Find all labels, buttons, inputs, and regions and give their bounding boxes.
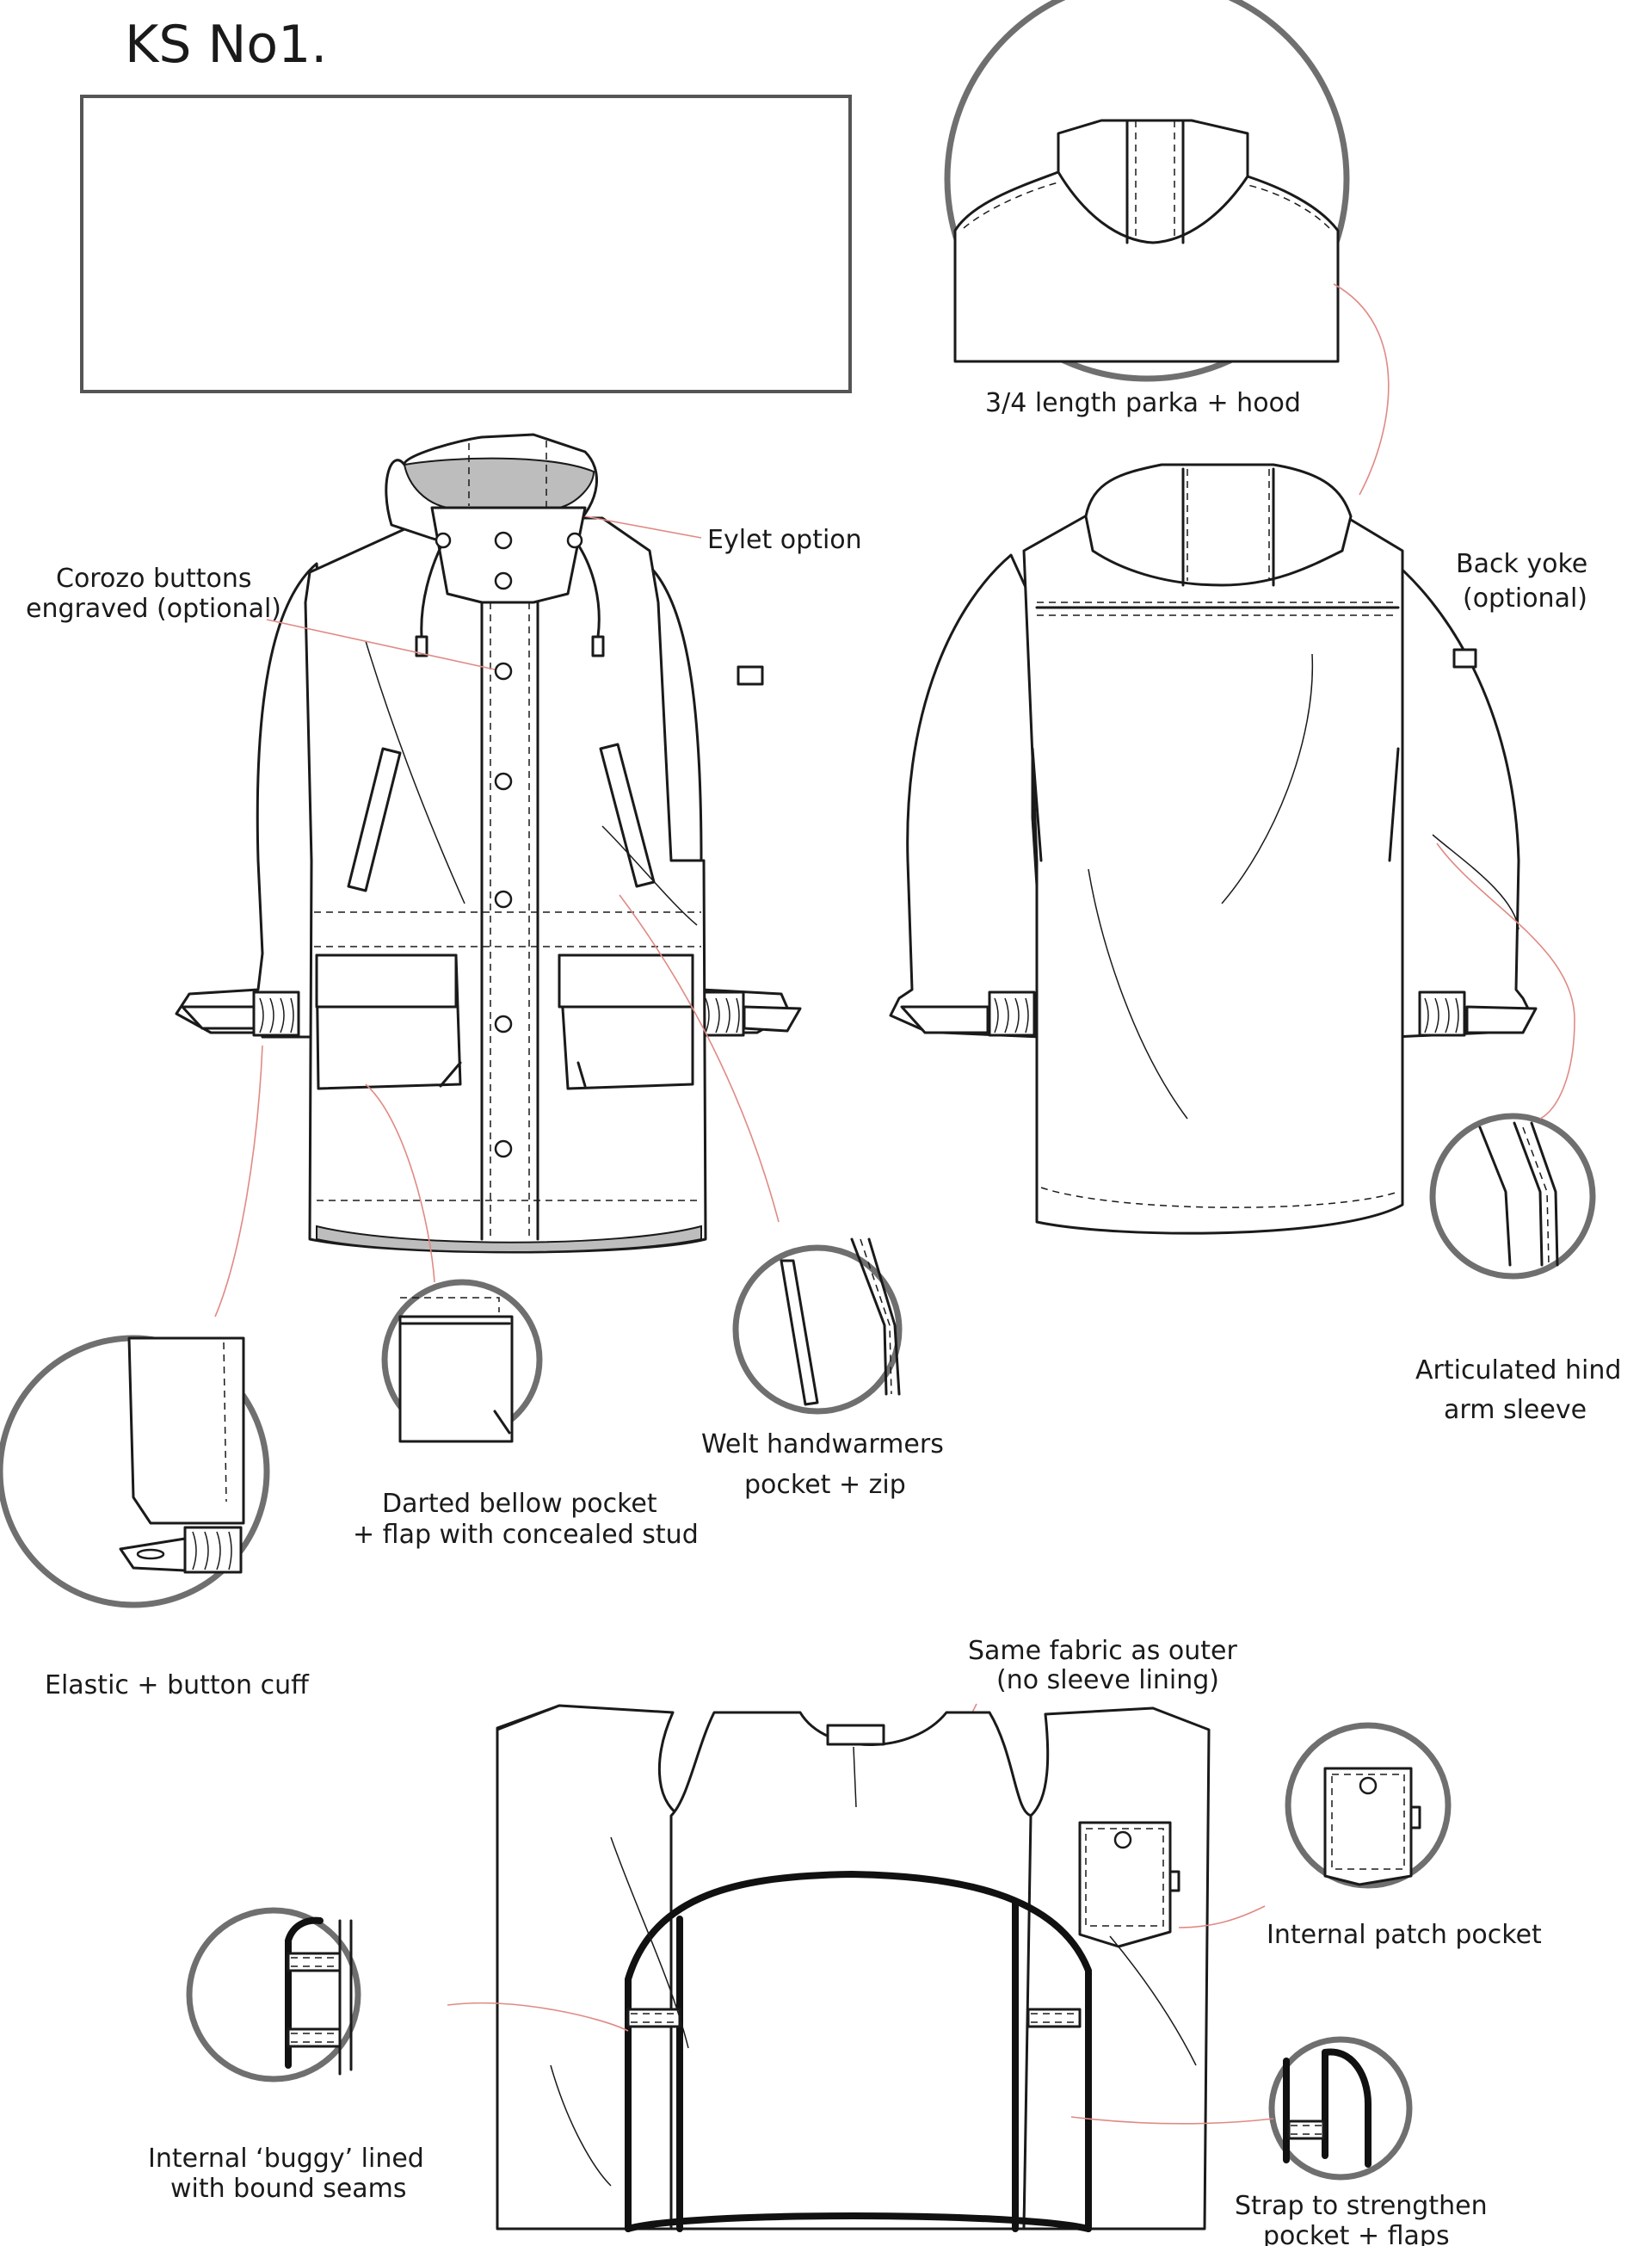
title-box: [80, 95, 852, 393]
label-strap-line2: pocket + flaps: [1263, 2221, 1450, 2246]
front-hem-lining: [316, 1225, 702, 1253]
leader-cuff: [214, 1045, 263, 1317]
label-darted-line2: + flap with concealed stud: [353, 1520, 699, 1550]
leader-buggy: [447, 2002, 629, 2032]
label-buggy-line2: with bound seams: [170, 2174, 407, 2204]
callout-buggy-lining: [186, 1907, 361, 2082]
leader-welt: [619, 894, 780, 1223]
front-collar: [430, 506, 587, 604]
label-articulated-line1: Articulated hind: [1415, 1355, 1621, 1385]
hanger-loop: [826, 1724, 885, 1746]
label-darted-line1: Darted bellow pocket: [382, 1489, 657, 1519]
buggy-lining-binding: [625, 1871, 1092, 2232]
leader-corozo: [266, 619, 496, 670]
label-welt-line2: pocket + zip: [744, 1470, 906, 1500]
back-hood: [1084, 463, 1353, 587]
leader-patch: [1178, 1905, 1266, 1928]
label-back-yoke-line2: (optional): [1463, 583, 1587, 614]
callout-patch-pocket: [1285, 1722, 1452, 1889]
callout-elastic-cuff: [0, 1335, 270, 1608]
callout-strap: [1268, 2036, 1413, 2181]
callout-bellow-pocket: [381, 1279, 543, 1443]
label-strap-line1: Strap to strengthen: [1235, 2191, 1488, 2221]
label-corozo-line1: Corozo buttons: [56, 564, 252, 594]
lining-left-panel: [496, 1704, 681, 2231]
callout-welt-pocket: [732, 1237, 903, 1415]
front-hood-lining: [403, 457, 595, 509]
front-pocket-flap-left: [315, 953, 458, 1009]
leader-eylet: [584, 515, 702, 539]
callout-articulated-sleeve: [1429, 1113, 1596, 1280]
back-view-jacket: [889, 463, 1538, 1235]
label-parka-hood: 3/4 length parka + hood: [985, 388, 1301, 418]
label-elastic-cuff: Elastic + button cuff: [45, 1670, 310, 1700]
label-buggy-line1: Internal ‘buggy’ lined: [148, 2144, 424, 2174]
label-patch-pocket: Internal patch pocket: [1267, 1920, 1542, 1950]
label-eylet: Eylet option: [707, 525, 862, 555]
back-body: [1022, 510, 1404, 1235]
front-drawcords: [420, 540, 601, 639]
lining-right-panel: [1022, 1706, 1211, 2231]
label-same-fabric-line2: (no sleeve lining): [996, 1665, 1219, 1695]
leader-articulated: [1436, 842, 1575, 1120]
inside-lining-flat: [496, 1704, 1211, 2232]
back-left-sleeve: [889, 553, 1043, 1039]
eyelet-right: [566, 532, 583, 549]
back-yoke: [1037, 602, 1398, 616]
front-view-jacket: [175, 433, 802, 1254]
page-title: KS No1.: [125, 15, 327, 75]
callout-hood-detail: [944, 0, 1350, 382]
label-welt-line1: Welt handwarmers: [701, 1429, 944, 1459]
label-same-fabric-line1: Same fabric as outer: [968, 1636, 1237, 1666]
lining-patch-pocket: [1078, 1821, 1172, 1948]
front-pocket-flap-right: [558, 953, 694, 1009]
eyelet-left: [435, 532, 452, 549]
leader-strap: [1070, 2116, 1274, 2125]
front-welt-pocket-left: [347, 747, 402, 892]
label-corozo-line2: engraved (optional): [26, 594, 281, 624]
label-back-yoke-line1: Back yoke: [1456, 549, 1587, 579]
leader-hood: [1333, 283, 1390, 496]
front-buttons: [494, 531, 513, 1158]
lining-back-panel: [669, 1711, 1034, 2231]
label-articulated-line2: arm sleeve: [1444, 1395, 1587, 1425]
leader-bellow: [365, 1083, 435, 1283]
front-placket: [480, 601, 539, 1241]
back-right-sleeve: [1384, 553, 1533, 1039]
